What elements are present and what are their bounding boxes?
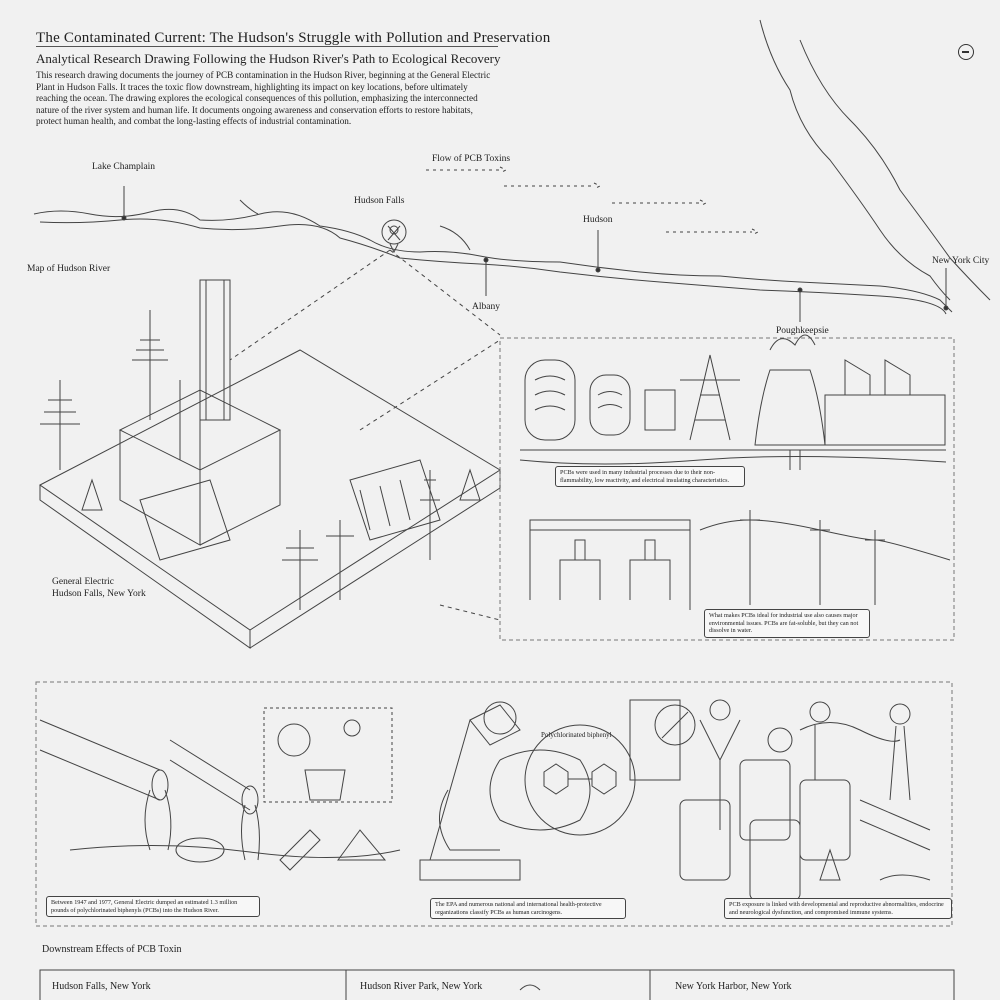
molecule-label: Polychlorinated biphenyl <box>541 731 612 739</box>
label-new-york-city: New York City <box>932 256 990 266</box>
title-rule <box>36 46 498 47</box>
intro-paragraph: This research drawing documents the jour… <box>36 70 491 127</box>
caption-dumped: Between 1947 and 1977, General Electric … <box>46 896 260 918</box>
industrial-process-illustration <box>519 334 951 610</box>
flow-arrow-icon <box>426 166 760 236</box>
downstream-col-ny-harbor: New York Harbor, New York <box>675 981 792 992</box>
downstream-col-hudson-river-park: Hudson River Park, New York <box>360 981 483 992</box>
label-lake-champlain: Lake Champlain <box>92 162 156 172</box>
label-flow-of-pcb: Flow of PCB Toxins <box>432 154 511 164</box>
plant-label-line1: General Electric <box>52 577 114 587</box>
label-map-of-hudson: Map of Hudson River <box>27 264 111 274</box>
plant-label: General Electric Hudson Falls, New York <box>52 576 146 600</box>
downstream-table-frame <box>39 969 955 1000</box>
label-poughkeepsie: Poughkeepsie <box>776 326 829 336</box>
river-outline <box>33 208 953 313</box>
industrial-panel-frame <box>499 337 955 641</box>
label-albany: Albany <box>472 302 500 312</box>
skull-marker-icon <box>381 219 407 254</box>
page-title: The Contaminated Current: The Hudson's S… <box>36 30 551 46</box>
caption-fat-soluble: What makes PCBs ideal for industrial use… <box>704 609 870 638</box>
caption-industrial: PCBs were used in many industrial proces… <box>555 466 745 488</box>
effects-illustration <box>39 699 931 901</box>
page-subtitle: Analytical Research Drawing Following th… <box>36 51 501 66</box>
downstream-heading: Downstream Effects of PCB Toxin <box>42 944 182 955</box>
label-hudson-falls: Hudson Falls <box>354 196 405 206</box>
caption-epa: The EPA and numerous national and intern… <box>430 898 626 920</box>
effects-panel-frame <box>35 681 953 927</box>
label-hudson: Hudson <box>583 215 613 225</box>
downstream-col-hudson-falls: Hudson Falls, New York <box>52 981 151 992</box>
plant-label-line2: Hudson Falls, New York <box>52 589 146 599</box>
caption-health: PCB exposure is linked with developmenta… <box>724 898 952 920</box>
compass-icon <box>958 44 974 60</box>
